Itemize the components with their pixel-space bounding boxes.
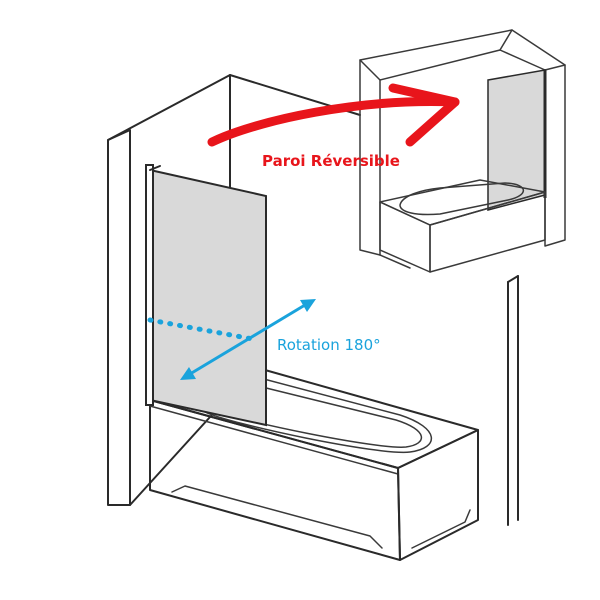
main-right-wall-edge [507, 275, 519, 526]
arrow-head-up-right-icon [300, 299, 316, 312]
reversal-arrow-path [207, 97, 460, 147]
reversible-label: Paroi Réversible [262, 152, 400, 170]
arrow-head-down-left-icon [180, 367, 196, 380]
rotation-indicator: Rotation 180° [147, 299, 381, 380]
main-glass-panel [145, 164, 267, 427]
reversal-arrow-head-icon [388, 83, 460, 147]
reversal-arrow: Paroi Réversible [207, 83, 460, 170]
rotation-label: Rotation 180° [277, 336, 381, 354]
rotation-dotted-line [147, 317, 261, 343]
rotation-arrow-line [189, 303, 306, 376]
inset-illustration [359, 29, 566, 273]
